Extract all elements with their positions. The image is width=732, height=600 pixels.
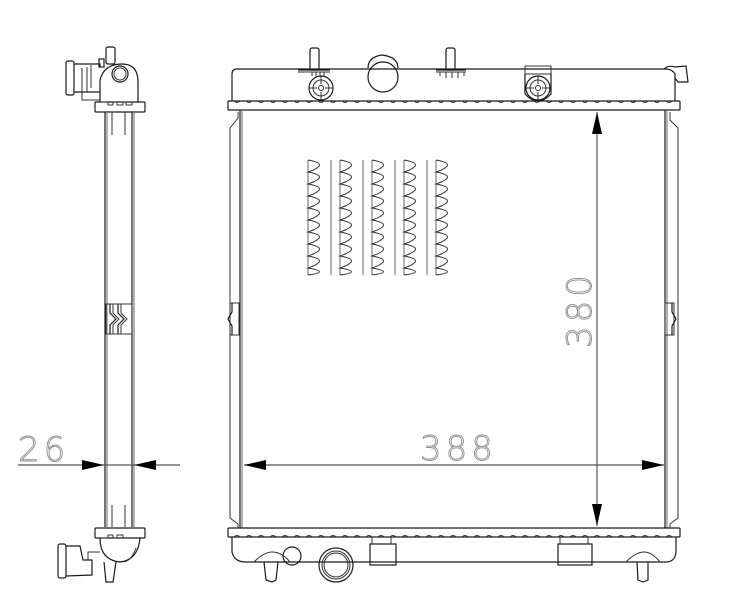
dimension-width-label: 388 — [420, 429, 497, 469]
dimension-height: 380 — [560, 112, 602, 526]
dimension-depth: 26 — [18, 430, 180, 470]
bottom-tank — [227, 527, 681, 583]
dimension-width: 388 — [244, 429, 664, 470]
top-tank — [227, 47, 689, 111]
fin-detail — [306, 159, 448, 276]
front-view: 388 380 — [227, 47, 689, 583]
dimension-height-label: 380 — [560, 271, 600, 348]
side-bottom-outlet — [57, 527, 146, 583]
side-top-inlet — [65, 46, 146, 113]
side-view: 26 — [18, 46, 180, 583]
side-core — [104, 112, 135, 527]
side-plates — [227, 110, 679, 528]
dimension-depth-label: 26 — [18, 430, 69, 470]
